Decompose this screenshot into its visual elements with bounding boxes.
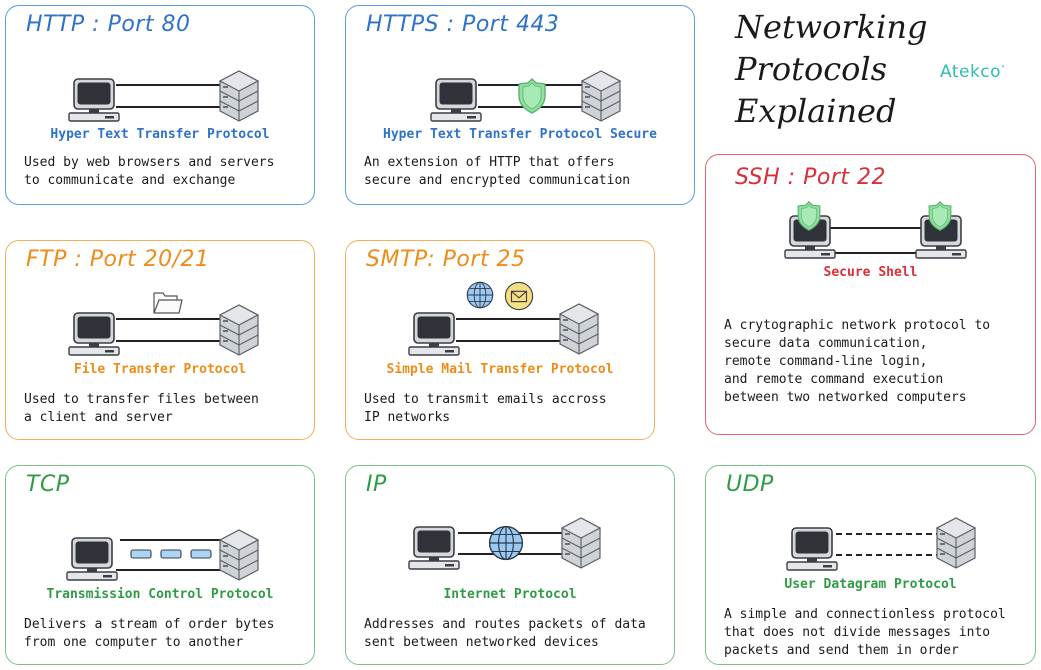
- card-subtitle: Hyper Text Transfer Protocol: [50, 127, 270, 142]
- card-description: Used to transmit emails accross IP netwo…: [364, 392, 607, 425]
- card-subtitle: Internet Protocol: [443, 587, 577, 602]
- card-subtitle: Secure Shell: [823, 265, 918, 280]
- https-illustration: [430, 70, 621, 122]
- main-title-line-3: Explained: [735, 92, 897, 130]
- ip-illustration: [408, 517, 601, 570]
- computer-icon: [66, 537, 118, 581]
- card-http: HTTP : Port 80 Hyper Text Transfer Proto…: [5, 5, 315, 205]
- card-title: IP: [366, 472, 387, 497]
- main-title-line-1: Networking: [735, 8, 928, 46]
- card-description: Delivers a stream of order bytes from on…: [24, 617, 275, 650]
- server-icon: [936, 517, 976, 569]
- card-subtitle: User Datagram Protocol: [784, 577, 957, 592]
- main-title-line-2: Protocols: [735, 50, 888, 88]
- ftp-illustration: [68, 292, 259, 356]
- ssh-illustration: [784, 201, 967, 259]
- packet-icon: [160, 549, 182, 559]
- mail-icon: [504, 281, 534, 311]
- card-https: HTTPS : Port 443 Hyper Text Transfer Pro…: [345, 5, 695, 205]
- card-description: Addresses and routes packets of data sen…: [364, 617, 646, 650]
- card-subtitle: Hyper Text Transfer Protocol Secure: [383, 127, 657, 142]
- card-description: An extension of HTTP that offers secure …: [364, 155, 631, 188]
- computer-icon: [430, 78, 482, 122]
- card-description: Used to transfer files between a client …: [24, 392, 259, 425]
- globe-icon: [466, 281, 494, 309]
- card-ftp: FTP : Port 20/21 File Transfer Protocol …: [5, 240, 315, 440]
- server-icon: [559, 303, 599, 355]
- card-tcp: TCP Transmission Control Protocol Delive…: [5, 465, 315, 665]
- brand-mark: °: [1001, 64, 1006, 73]
- card-subtitle: Transmission Control Protocol: [46, 587, 274, 602]
- card-title: SMTP: Port 25: [366, 247, 526, 272]
- server-icon: [561, 517, 601, 569]
- card-ssh: SSH : Port 22 Secure Shell A crytographi…: [705, 154, 1036, 435]
- computer-icon: [408, 312, 460, 356]
- smtp-illustration: [408, 281, 599, 356]
- server-icon: [219, 529, 259, 581]
- card-subtitle: File Transfer Protocol: [73, 362, 247, 377]
- card-subtitle: Simple Mail Transfer Protocol: [386, 362, 614, 377]
- http-illustration: [68, 70, 259, 122]
- folder-icon: [153, 292, 183, 314]
- computer-icon: [786, 527, 838, 571]
- server-icon: [219, 304, 259, 356]
- card-title: SSH : Port 22: [735, 165, 886, 190]
- brand-logo: Atekco°: [940, 62, 1005, 82]
- computer-icon: [68, 78, 120, 122]
- card-description: A crytographic network protocol to secur…: [724, 318, 991, 405]
- udp-illustration: [786, 517, 976, 571]
- card-title: HTTP : Port 80: [26, 12, 191, 37]
- main-title: Networking Protocols Explained: [735, 6, 927, 132]
- card-ip: IP Internet Protocol Addresses and route…: [345, 465, 675, 665]
- computer-icon: [68, 312, 120, 356]
- server-icon: [219, 70, 259, 122]
- card-description: A simple and connectionless protocol tha…: [724, 607, 1006, 658]
- card-title: TCP: [26, 472, 70, 497]
- packet-icon: [130, 549, 152, 559]
- server-icon: [581, 70, 621, 122]
- card-description: Used by web browsers and servers to comm…: [24, 155, 275, 188]
- card-smtp: SMTP: Port 25 Simple Mail Transfer Proto…: [345, 240, 655, 440]
- card-title: UDP: [726, 472, 774, 497]
- card-title: HTTPS : Port 443: [366, 12, 560, 37]
- computer-icon: [408, 526, 460, 570]
- card-udp: UDP User Datagram Protocol A simple and …: [705, 465, 1036, 665]
- packet-icon: [190, 549, 212, 559]
- brand-name: Atekco: [940, 62, 1002, 82]
- card-title: FTP : Port 20/21: [26, 247, 210, 272]
- globe-icon: [488, 525, 524, 561]
- tcp-illustration: [66, 529, 259, 581]
